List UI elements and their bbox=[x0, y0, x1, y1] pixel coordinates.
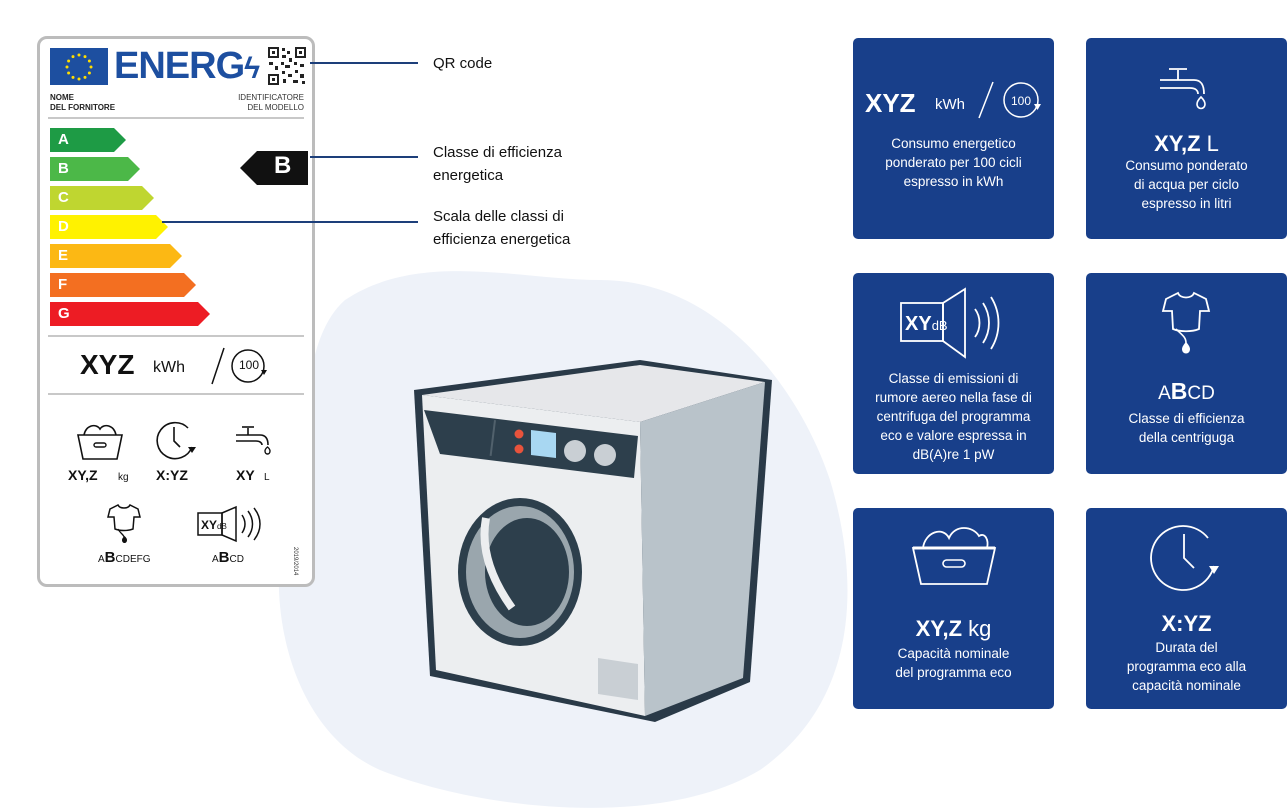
callout-line-qr bbox=[310, 62, 418, 64]
energy-consumption-unit: kWh bbox=[153, 359, 185, 376]
energy-class-letter: A bbox=[58, 131, 69, 148]
tile-cycles-count: 100 bbox=[1010, 94, 1032, 108]
tile-water-tap-icon bbox=[1160, 68, 1206, 110]
energy-class-letter: E bbox=[58, 247, 69, 264]
callout-qr-code: QR code bbox=[433, 55, 493, 72]
tile-duration-value: X:YZ bbox=[1161, 611, 1212, 636]
capacity-unit: kg bbox=[118, 472, 129, 483]
energy-class-letter: F bbox=[58, 276, 68, 293]
water-unit: L bbox=[264, 472, 270, 483]
energy-class-bar: D bbox=[50, 215, 168, 239]
noise-class-scale: ABCD bbox=[212, 549, 244, 566]
divider bbox=[48, 335, 304, 337]
clock-icon bbox=[156, 421, 196, 460]
noise-speaker-icon bbox=[197, 505, 261, 543]
energy-class-letter: C bbox=[58, 189, 69, 206]
tile-capacity-value: XY,Z kg bbox=[915, 616, 992, 641]
model-identifier: IDENTIFICATORE DEL MODELLO bbox=[238, 93, 304, 112]
tile-clock-icon bbox=[1150, 525, 1219, 591]
energy-class-bar: G bbox=[50, 302, 210, 326]
water-tap-icon bbox=[236, 426, 271, 455]
supplier-name: NOME DEL FORNITORE bbox=[50, 93, 116, 112]
tile-noise-value: XYdB bbox=[905, 313, 948, 335]
tile-spin-shirt-icon bbox=[1161, 291, 1211, 354]
callout-line-scale bbox=[162, 221, 418, 223]
noise-value: XYdB bbox=[201, 518, 227, 532]
energy-class-letter: G bbox=[58, 305, 70, 322]
spin-class-scale: ABCDEFG bbox=[98, 549, 151, 566]
energy-class-bar: E bbox=[50, 244, 182, 268]
tile-spin-scale: ABCD bbox=[1158, 378, 1215, 404]
tile-cycles-icon bbox=[978, 81, 1041, 119]
tile-laundry-basket-icon bbox=[911, 527, 997, 585]
energy-label: ENERGϟ NOME DEL FORNITORE IDENTIFICATORE… bbox=[37, 36, 315, 587]
water-value: XY bbox=[236, 467, 255, 483]
tile-noise-speaker-icon bbox=[900, 287, 1000, 359]
regulation-number: 2019/2014 bbox=[292, 547, 298, 576]
energy-class-letter: D bbox=[58, 218, 69, 235]
energy-wordmark: ENERGϟ bbox=[114, 45, 260, 87]
tile-energy-value: XYZ bbox=[865, 88, 916, 118]
qr-code-icon bbox=[267, 46, 307, 86]
cycles-100-icon bbox=[211, 347, 267, 385]
tile-water-value: XY,Z L bbox=[1154, 131, 1219, 156]
current-class-arrow bbox=[240, 151, 308, 185]
laundry-basket-icon bbox=[77, 424, 123, 460]
energy-consumption-value: XYZ bbox=[80, 349, 135, 380]
divider bbox=[48, 393, 304, 395]
eu-flag-icon bbox=[50, 48, 108, 85]
current-class-letter: B bbox=[274, 152, 292, 179]
spin-shirt-icon bbox=[107, 503, 141, 543]
capacity-value: XY,Z bbox=[68, 467, 98, 483]
energy-class-bar: B bbox=[50, 157, 140, 181]
callout-line-class bbox=[310, 156, 418, 158]
tile-energy-unit: kWh bbox=[935, 96, 965, 113]
cycles-count: 100 bbox=[238, 358, 260, 372]
energy-class-bar: A bbox=[50, 128, 126, 152]
energy-class-bar: C bbox=[50, 186, 154, 210]
energy-class-letter: B bbox=[58, 160, 69, 177]
divider bbox=[48, 117, 304, 119]
duration-value: X:YZ bbox=[156, 467, 188, 483]
washing-machine-illustration bbox=[414, 360, 772, 722]
energy-class-bar: F bbox=[50, 273, 196, 297]
